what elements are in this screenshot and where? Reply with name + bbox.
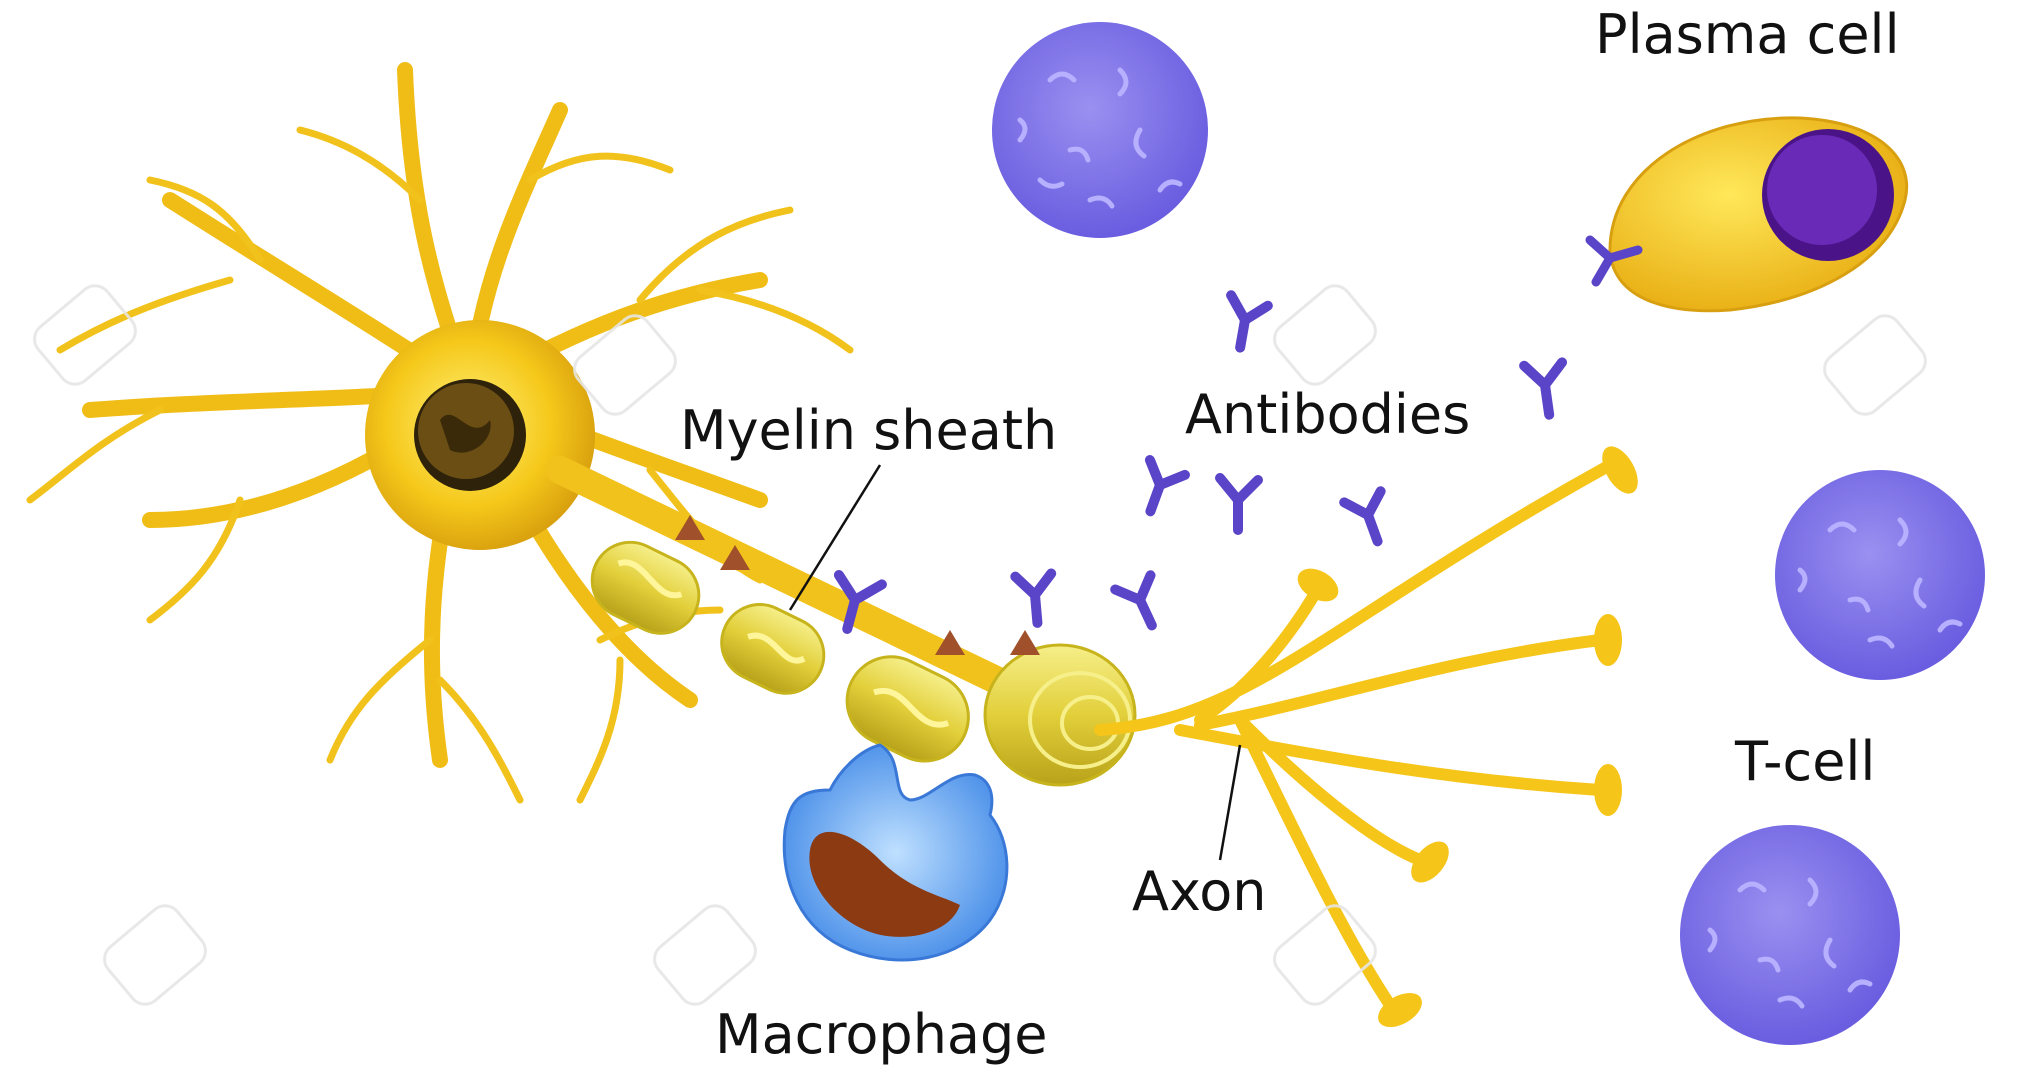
axon-terminals — [1100, 465, 1610, 1005]
myelin-end-segment — [985, 645, 1135, 785]
t-cell — [1680, 825, 1900, 1045]
antibody — [1344, 489, 1396, 547]
antibody — [1222, 295, 1268, 351]
antibody — [1220, 478, 1258, 530]
neuron-cell-body — [365, 320, 595, 550]
label-t-cell: T-cell — [1735, 735, 1875, 789]
label-myelin-sheath: Myelin sheath — [680, 404, 1057, 458]
antibody — [1115, 573, 1170, 633]
lymphocyte-middle-right — [1775, 470, 1985, 680]
axon-terminal-knobs — [1292, 440, 1645, 1034]
lymphocyte-top — [992, 22, 1208, 238]
macrophage — [784, 745, 1007, 960]
antibodies — [826, 295, 1569, 634]
antibody — [1134, 460, 1186, 518]
antibody — [1015, 574, 1055, 625]
label-axon: Axon — [1132, 865, 1267, 919]
plasma-cell — [1590, 118, 1907, 311]
label-macrophage: Macrophage — [715, 1008, 1048, 1062]
label-antibodies: Antibodies — [1185, 388, 1470, 442]
label-plasma-cell: Plasma cell — [1595, 8, 1900, 62]
antibody — [1524, 360, 1569, 417]
myelin-sheath — [579, 530, 1135, 785]
